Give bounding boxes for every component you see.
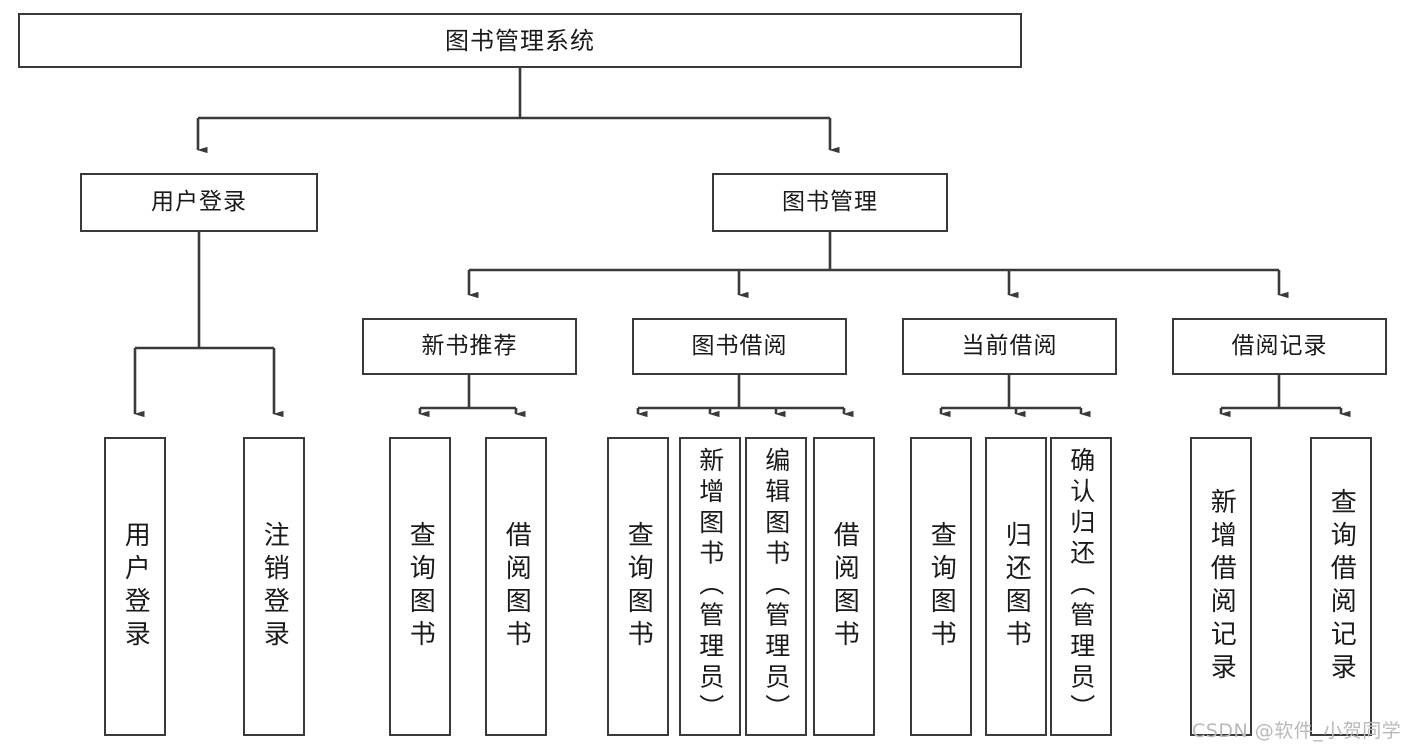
leaf-return-book[interactable]: 归还图书 — [985, 437, 1047, 736]
node-label: 确认归还（管理员） — [1066, 447, 1096, 726]
node-label: 查询图书 — [623, 520, 654, 653]
node-label: 编辑图书（管理员） — [761, 447, 791, 726]
node-label: 新书推荐 — [421, 333, 518, 360]
leaf-borrow-book-recommend[interactable]: 借阅图书 — [485, 437, 547, 736]
leaf-query-book-current[interactable]: 查询图书 — [910, 437, 972, 736]
node-label: 图书借阅 — [691, 333, 788, 360]
node-label: 图书管理系统 — [445, 26, 595, 55]
node-label: 当前借阅 — [961, 333, 1058, 360]
node-current-borrow[interactable]: 当前借阅 — [902, 318, 1117, 375]
leaf-edit-book-admin[interactable]: 编辑图书（管理员） — [745, 437, 807, 736]
leaf-add-book-admin[interactable]: 新增图书（管理员） — [679, 437, 741, 736]
node-borrow-record[interactable]: 借阅记录 — [1172, 318, 1387, 375]
node-label: 借阅图书 — [829, 520, 860, 653]
node-label: 查询图书 — [405, 520, 436, 653]
leaf-query-borrow-record[interactable]: 查询借阅记录 — [1310, 437, 1372, 736]
node-label: 用户登录 — [120, 520, 151, 653]
node-root-system[interactable]: 图书管理系统 — [18, 13, 1022, 68]
node-user-login[interactable]: 用户登录 — [80, 173, 318, 232]
node-book-borrow[interactable]: 图书借阅 — [632, 318, 847, 375]
node-label: 注销登录 — [259, 520, 290, 653]
node-new-book-recommend[interactable]: 新书推荐 — [362, 318, 577, 375]
node-label: 图书管理 — [782, 189, 878, 216]
leaf-confirm-return-admin[interactable]: 确认归还（管理员） — [1050, 437, 1112, 736]
node-label: 新增图书（管理员） — [695, 447, 725, 726]
node-label: 新增借阅记录 — [1206, 487, 1237, 686]
node-label: 归还图书 — [1001, 520, 1032, 653]
leaf-query-book-recommend[interactable]: 查询图书 — [389, 437, 451, 736]
leaf-add-borrow-record[interactable]: 新增借阅记录 — [1190, 437, 1252, 736]
watermark: CSDN @软件_小贺同学 — [1192, 720, 1402, 742]
node-label: 借阅图书 — [501, 520, 532, 653]
leaf-user-login[interactable]: 用户登录 — [104, 437, 166, 736]
leaf-borrow-book[interactable]: 借阅图书 — [813, 437, 875, 736]
node-label: 借阅记录 — [1231, 333, 1328, 360]
leaf-query-book-borrow[interactable]: 查询图书 — [607, 437, 669, 736]
node-book-management[interactable]: 图书管理 — [712, 173, 948, 232]
node-label: 查询借阅记录 — [1326, 487, 1357, 686]
leaf-logout[interactable]: 注销登录 — [243, 437, 305, 736]
node-label: 用户登录 — [151, 189, 247, 216]
node-label: 查询图书 — [926, 520, 957, 653]
